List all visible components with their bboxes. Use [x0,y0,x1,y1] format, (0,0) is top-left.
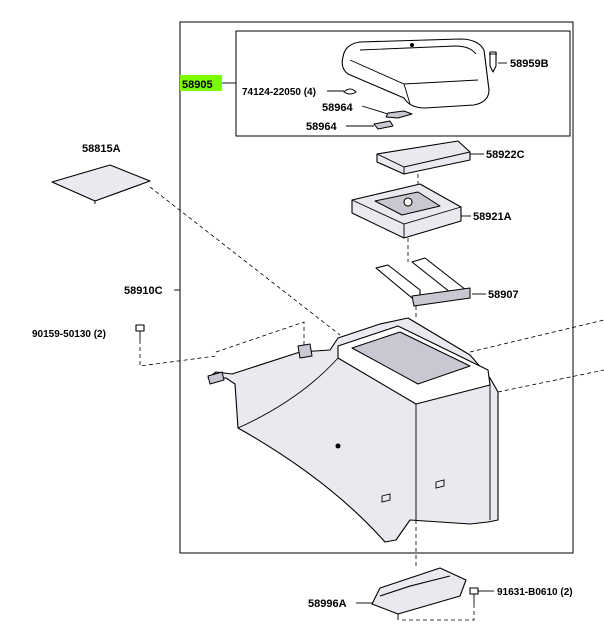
bolt-left[interactable] [135,324,145,340]
lid-hinge-upper[interactable] [385,110,413,119]
label-58910C[interactable]: 58910C [124,285,163,297]
latch[interactable] [375,257,471,307]
label-58996A[interactable]: 58996A [308,598,347,610]
bracket[interactable] [371,567,467,620]
lid-clip[interactable] [343,88,357,95]
bolt-right[interactable] [469,587,479,604]
lid-subassembly-frame [235,30,571,137]
inner-tray[interactable] [351,183,462,239]
label-90159-50130[interactable]: 90159-50130 (2) [32,329,106,340]
console-box[interactable] [207,317,499,543]
lid-screw[interactable] [489,51,497,73]
label-58964-upper[interactable]: 58964 [322,102,353,114]
label-58907[interactable]: 58907 [488,289,519,301]
label-58959B[interactable]: 58959B [510,58,549,70]
highlight-58905 [180,75,222,91]
label-74124-22050[interactable]: 74124-22050 (4) [242,87,316,98]
label-58815A[interactable]: 58815A [82,143,121,155]
armrest-lid[interactable] [341,38,490,109]
leader-58964a [361,105,389,115]
label-91631-B0610[interactable]: 91631-B0610 (2) [497,587,573,598]
label-58921A[interactable]: 58921A [473,211,512,223]
label-58905[interactable]: 58905 [182,79,213,91]
lid-hinge-lower[interactable] [373,120,394,130]
label-58922C[interactable]: 58922C [486,149,525,161]
assembly-frame [179,21,574,554]
inner-tray-lid[interactable] [376,140,471,175]
side-pad[interactable] [51,164,151,204]
label-58964-lower[interactable]: 58964 [306,121,337,133]
guide-lines [139,174,604,621]
